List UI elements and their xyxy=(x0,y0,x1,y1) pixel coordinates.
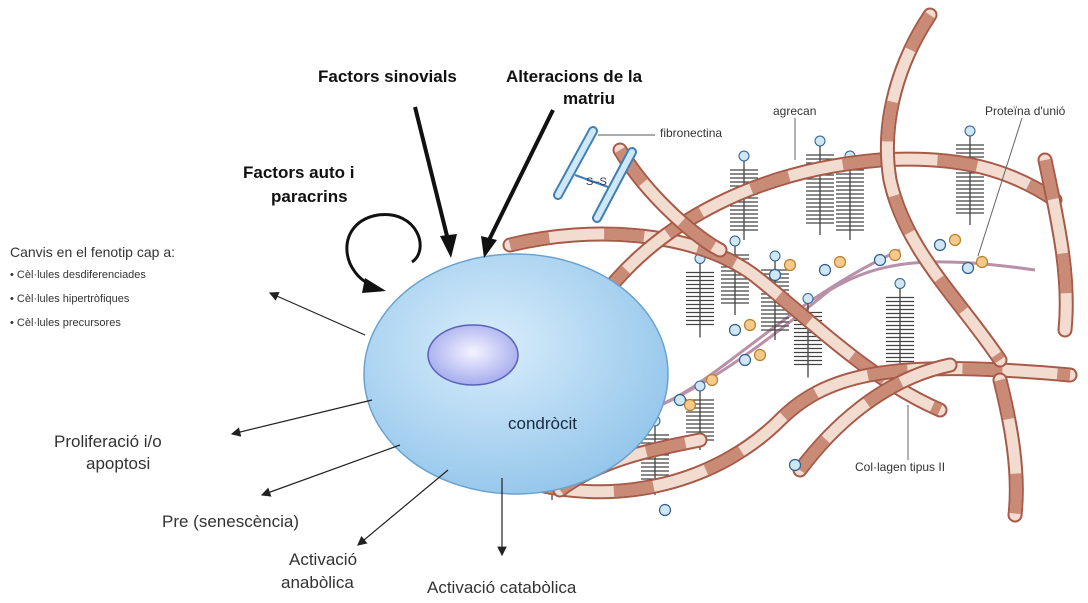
factors-auto-line1-label: Factors auto i xyxy=(243,162,354,184)
link-node xyxy=(835,257,846,268)
aggrecan-brush xyxy=(886,279,914,373)
activacio-anabolica-line1: Activació xyxy=(289,548,357,571)
canvis-title: Canvis en el fenotip cap a: xyxy=(10,244,175,260)
pre-senescencia-label: Pre (senescència) xyxy=(162,510,299,533)
proliferacio-line1: Proliferació i/o xyxy=(54,430,162,453)
nucleus xyxy=(428,325,518,385)
alteracions-line1-label: Alteracions de la xyxy=(506,66,642,88)
link-node xyxy=(935,240,946,251)
aggrecan-brush xyxy=(806,136,834,235)
link-node xyxy=(875,255,886,266)
link-node xyxy=(675,395,686,406)
link-node xyxy=(790,460,801,471)
agrecan-label: agrecan xyxy=(773,104,816,118)
link-node xyxy=(755,350,766,361)
disulfide-label: S–S xyxy=(586,176,607,188)
fibronectina-label: fibronectina xyxy=(660,126,722,140)
link-node xyxy=(730,325,741,336)
link-node xyxy=(770,270,781,281)
canvis-item-1: • Cèl·lules desdiferenciades xyxy=(10,268,146,283)
chondrocyte-cell xyxy=(364,254,668,494)
proliferacio-line2: apoptosi xyxy=(86,452,150,475)
link-node xyxy=(820,265,831,276)
proteina-unio-label: Proteïna d'unió xyxy=(985,104,1065,118)
alteracions-line2-label: matriu xyxy=(563,88,615,110)
link-node xyxy=(740,355,751,366)
link-node xyxy=(963,263,974,274)
aggrecan-brush xyxy=(956,126,984,225)
condrocit-label: condròcit xyxy=(508,414,577,434)
link-node xyxy=(685,400,696,411)
factors-sinovials-label: Factors sinovials xyxy=(318,66,457,88)
autocrine-loop-arrow xyxy=(347,215,420,293)
canvis-item-2: • Cèl·lules hipertròfiques xyxy=(10,292,129,307)
link-node xyxy=(890,250,901,261)
activacio-anabolica-line2: anabòlica xyxy=(281,571,354,594)
aggrecan-brush xyxy=(686,254,714,338)
link-node xyxy=(785,260,796,271)
factors-auto-line2-label: paracrins xyxy=(271,186,348,208)
link-node xyxy=(745,320,756,331)
collagen-fiber-core xyxy=(887,15,1000,360)
canvis-item-3: • Cèl·lules precursores xyxy=(10,316,121,331)
link-node xyxy=(660,505,671,516)
link-node xyxy=(950,235,961,246)
input-arrows xyxy=(415,107,553,240)
link-node xyxy=(707,375,718,386)
activacio-catabolica-label: Activació catabòlica xyxy=(427,576,576,599)
collagen-label: Col·lagen tipus II xyxy=(855,460,945,474)
link-node xyxy=(977,257,988,268)
